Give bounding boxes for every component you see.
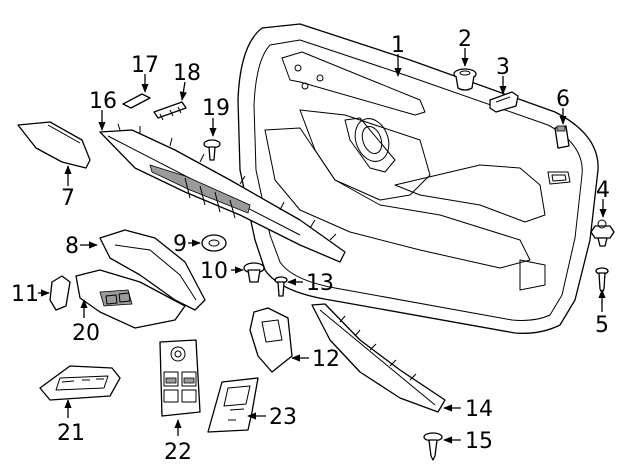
part-15-clip [423, 432, 443, 461]
callout-11: 11 [11, 282, 39, 307]
callout-8: 8 [65, 234, 79, 259]
callout-19: 19 [202, 96, 230, 121]
part-19-screw [203, 139, 221, 161]
callout-17: 17 [131, 53, 159, 78]
callout-12: 12 [312, 347, 340, 372]
part-18-bracket [153, 101, 187, 121]
part-17-bracket [122, 93, 151, 109]
callout-21: 21 [57, 421, 85, 446]
callout-22: 22 [164, 440, 192, 465]
part-12-trim [249, 307, 293, 373]
part-2-grommet [453, 68, 477, 91]
callout-13: 13 [306, 271, 334, 296]
part-14-sill-trim [311, 303, 446, 413]
part-9-washer [201, 234, 227, 252]
part-7-end-cap [17, 121, 91, 169]
callout-16: 16 [89, 89, 117, 114]
part-8-handle-cover [99, 229, 206, 311]
callout-labels: 1 2 3 4 5 6 7 8 9 10 11 12 13 14 15 16 1… [11, 27, 610, 465]
part-3-bracket [489, 91, 519, 113]
callout-5: 5 [595, 313, 609, 338]
callout-3: 3 [496, 55, 510, 80]
part-5-screw [595, 267, 609, 294]
callout-14: 14 [465, 397, 493, 422]
callout-10: 10 [200, 259, 228, 284]
part-22-master-switch [159, 339, 201, 417]
callout-9: 9 [173, 232, 187, 257]
part-10-nut [243, 262, 265, 283]
part-1-door-panel [237, 23, 599, 334]
leader-lines [38, 48, 607, 444]
leader-18 [179, 81, 187, 101]
part-16-trim-strip [99, 123, 346, 263]
callout-23: 23 [269, 405, 297, 430]
part-13-screw [274, 276, 288, 297]
part-23-switch-plate [207, 377, 259, 433]
callout-18: 18 [173, 61, 201, 86]
callout-20: 20 [72, 321, 100, 346]
part-21-window-switch [39, 365, 121, 401]
part-11-clip [49, 275, 71, 311]
callout-7: 7 [61, 186, 75, 211]
callout-2: 2 [458, 27, 472, 52]
part-6-clip [554, 125, 570, 149]
callout-4: 4 [596, 178, 610, 203]
part-4-push-clip [590, 219, 615, 247]
callout-15: 15 [465, 429, 493, 454]
callout-1: 1 [391, 33, 405, 58]
callout-6: 6 [556, 87, 570, 112]
